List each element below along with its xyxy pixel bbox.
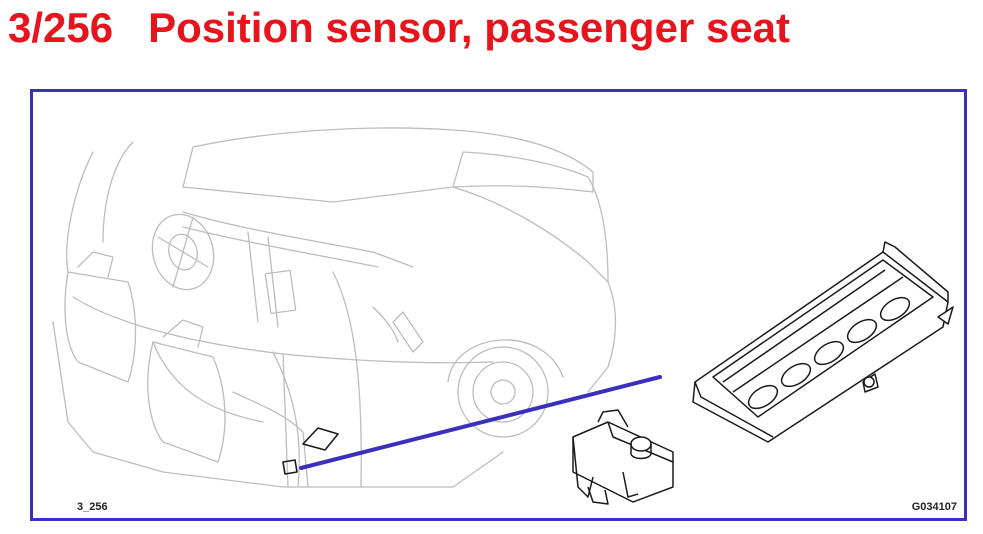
reference-code: 3_256 — [77, 501, 108, 513]
passenger-seat — [147, 341, 226, 463]
car-roof — [192, 127, 594, 193]
figure-code: G034107 — [911, 501, 957, 513]
leader-line — [299, 375, 662, 470]
steering-wheel — [151, 213, 215, 291]
front-wheel — [457, 346, 549, 438]
page-title: 3/256 Position sensor, passenger seat — [8, 4, 791, 51]
car-front-bumper — [587, 281, 617, 393]
driver-seat — [64, 271, 137, 383]
dashboard — [182, 211, 414, 268]
diagram-illustration — [52, 127, 954, 505]
car-hood — [452, 186, 609, 283]
car-illustration — [52, 127, 617, 488]
seat-rail-assembly — [692, 241, 954, 443]
position-sensor-bracket — [572, 409, 674, 505]
diagram-frame: 3_256 G034107 — [30, 89, 967, 521]
car-windshield — [182, 146, 464, 203]
sensor-location-marker — [282, 427, 339, 475]
